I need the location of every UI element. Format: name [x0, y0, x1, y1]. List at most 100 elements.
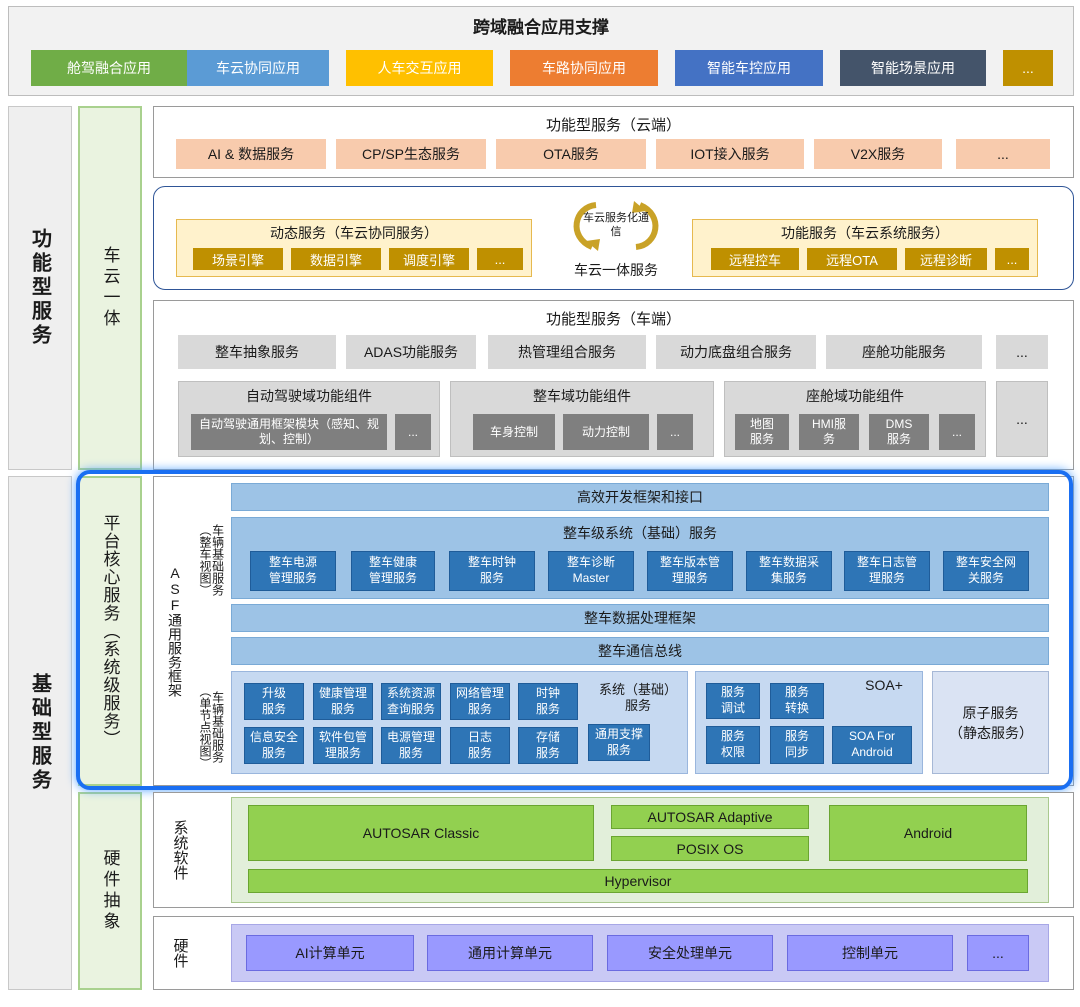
app-human-vehicle: 人车交互应用: [346, 50, 493, 86]
service-sync: 服务同步: [770, 726, 824, 764]
ad-domain-title: 自动驾驶域功能组件: [246, 388, 372, 404]
system-services-group: 系统（基础）服务 升级服务 健康管理服务 系统资源查询服务 网络管理服务 时钟服…: [231, 671, 688, 774]
vehicle-view-label: 车辆基础服务（整车视图）: [194, 516, 228, 604]
functional-more: ...: [995, 248, 1029, 270]
vehicle-system-services: 整车级系统（基础）服务 整车电源管理服务 整车健康管理服务 整车时钟服务 整车诊…: [231, 517, 1049, 599]
cross-domain-band: 跨域融合应用支撑 舱驾融合应用 车云协同应用 人车交互应用 车路协同应用 智能车…: [8, 6, 1074, 96]
vehicle-services-title: 功能型服务（车端）: [545, 310, 681, 328]
general-support-service: 通用支撑服务: [588, 724, 650, 761]
system-software-label: 系统软件: [164, 800, 196, 900]
body-domain-group: 整车域功能组件 车身控制 动力控制 ...: [450, 381, 714, 457]
platform-core-text: 平台核心服务（系统级服务）: [100, 514, 120, 748]
cloud-vehicle-panel: 动态服务（车云协同服务） 场景引擎 数据引擎 调度引擎 ... 车云服务化通信 …: [153, 186, 1074, 290]
app-cabin-driving-fusion: 舱驾融合应用: [31, 50, 187, 86]
dms-service: DMS服务: [869, 414, 929, 450]
vehicle-service-more: ...: [996, 335, 1048, 369]
hw-abstraction-text: 硬件抽象: [100, 849, 120, 933]
app-smart-scene: 智能场景应用: [840, 50, 986, 86]
vehicle-diag-master: 整车诊断Master: [548, 551, 634, 591]
health-mgmt-service: 健康管理服务: [313, 683, 373, 720]
service-debug: 服务调试: [706, 683, 760, 719]
basic-service-label: 基础型服务: [8, 476, 72, 990]
body-control: 车身控制: [473, 414, 555, 450]
ai-compute-unit: AI计算单元: [246, 935, 414, 971]
chassis-service: 动力底盘组合服务: [656, 335, 816, 369]
vehicle-view-text: 车辆基础服务（整车视图）: [198, 524, 225, 596]
cockpit-more: ...: [939, 414, 975, 450]
vehicle-abstraction-service: 整车抽象服务: [178, 335, 336, 369]
map-service: 地图服务: [735, 414, 789, 450]
control-unit: 控制单元: [787, 935, 953, 971]
asf-framework-label: ASF通用服务框架: [158, 556, 192, 706]
cloud-services-title: 功能型服务（云端）: [545, 116, 681, 134]
hardware-text: 硬件: [171, 938, 189, 968]
autosar-adaptive: AUTOSAR Adaptive: [611, 805, 809, 829]
security-processing-unit: 安全处理单元: [607, 935, 773, 971]
cloud-vehicle-text: 车云一体: [100, 246, 120, 330]
posix-os: POSIX OS: [611, 836, 809, 861]
data-processing-framework: 整车数据处理框架: [231, 604, 1049, 632]
system-services-title: 系统（基础）服务: [598, 682, 677, 713]
cockpit-domain-group: 座舱域功能组件 地图服务 HMI服务 DMS服务 ...: [724, 381, 986, 457]
vehicle-clock: 整车时钟服务: [449, 551, 535, 591]
app-vehicle-road: 车路协同应用: [510, 50, 658, 86]
ad-framework-module: 自动驾驶通用框架模块（感知、规划、控制）: [191, 414, 387, 450]
vehicle-power-mgmt: 整车电源管理服务: [250, 551, 336, 591]
hardware-band: AI计算单元 通用计算单元 安全处理单元 控制单元 ...: [231, 924, 1049, 982]
sync-cycle-icon: [573, 201, 659, 251]
ad-domain-group: 自动驾驶域功能组件 自动驾驶通用框架模块（感知、规划、控制） ...: [178, 381, 440, 457]
cloud-services-panel: 功能型服务（云端） AI & 数据服务 CP/SP生态服务 OTA服务 IOT接…: [153, 106, 1074, 178]
network-mgmt-service: 网络管理服务: [450, 683, 510, 720]
cockpit-domain-title: 座舱域功能组件: [806, 388, 904, 404]
remote-diagnosis: 远程诊断: [905, 248, 987, 270]
node-view-text: 车辆基础服务（单节点视图）: [198, 685, 225, 769]
functional-services-group: 功能服务（车云系统服务） 远程控车 远程OTA 远程诊断 ...: [692, 219, 1038, 277]
asf-framework-text: ASF通用服务框架: [167, 565, 183, 697]
ad-more: ...: [395, 414, 431, 450]
cloud-vehicle-service-label: 车云一体服务: [574, 262, 658, 278]
android: Android: [829, 805, 1027, 861]
app-vehicle-control: 智能车控应用: [675, 50, 823, 86]
basic-service-text: 基础型服务: [28, 673, 51, 793]
upgrade-service: 升级服务: [244, 683, 304, 720]
cross-domain-title: 跨域融合应用支撑: [473, 17, 609, 37]
scene-engine: 场景引擎: [193, 248, 283, 270]
cloud-service-iot: IOT接入服务: [656, 139, 804, 169]
dev-framework-bar: 高效开发框架和接口: [231, 483, 1049, 511]
thermal-service: 热管理组合服务: [488, 335, 646, 369]
service-permission: 服务权限: [706, 726, 760, 764]
app-vehicle-cloud: 车云协同应用: [187, 50, 329, 86]
atomic-services: 原子服务（静态服务）: [932, 671, 1049, 774]
power-mgmt-service: 电源管理服务: [381, 727, 441, 764]
dynamic-more: ...: [477, 248, 523, 270]
system-software-text: 系统软件: [171, 820, 189, 880]
dynamic-services-group: 动态服务（车云协同服务） 场景引擎 数据引擎 调度引擎 ...: [176, 219, 532, 277]
vehicle-group-more: ...: [996, 381, 1048, 457]
storage-service: 存储服务: [518, 727, 578, 764]
cloud-service-cpsp: CP/SP生态服务: [336, 139, 486, 169]
resource-query-service: 系统资源查询服务: [381, 683, 441, 720]
cloud-service-ai-data: AI & 数据服务: [176, 139, 326, 169]
node-view-label: 车辆基础服务（单节点视图）: [194, 682, 228, 772]
cloud-service-more: ...: [956, 139, 1050, 169]
functional-services-title: 功能服务（车云系统服务）: [781, 225, 949, 241]
soa-for-android: SOA For Android: [832, 726, 912, 764]
log-service: 日志服务: [450, 727, 510, 764]
cloud-service-v2x: V2X服务: [814, 139, 942, 169]
vehicle-version-mgmt: 整车版本管理服务: [647, 551, 733, 591]
infosec-service: 信息安全服务: [244, 727, 304, 764]
vehicle-system-title: 整车级系统（基础）服务: [563, 525, 717, 541]
vehicle-security-gateway: 整车安全网关服务: [943, 551, 1029, 591]
vehicle-log-mgmt: 整车日志管理服务: [844, 551, 930, 591]
communication-bus: 整车通信总线: [231, 637, 1049, 665]
vehicle-health-mgmt: 整车健康管理服务: [351, 551, 435, 591]
cloud-service-ota: OTA服务: [496, 139, 646, 169]
hw-abstraction-column: 硬件抽象: [78, 792, 142, 990]
vehicle-services-panel: 功能型服务（车端） 整车抽象服务 ADAS功能服务 热管理组合服务 动力底盘组合…: [153, 300, 1074, 470]
soa-plus-group: SOA+ 服务调试 服务转换 服务权限 服务同步 SOA For Android: [695, 671, 923, 774]
cockpit-service: 座舱功能服务: [826, 335, 982, 369]
body-more: ...: [657, 414, 693, 450]
platform-highlight-frame: [76, 470, 1073, 790]
adas-service: ADAS功能服务: [346, 335, 476, 369]
cloud-service-comm-text: 车云服务化通信: [583, 211, 649, 238]
